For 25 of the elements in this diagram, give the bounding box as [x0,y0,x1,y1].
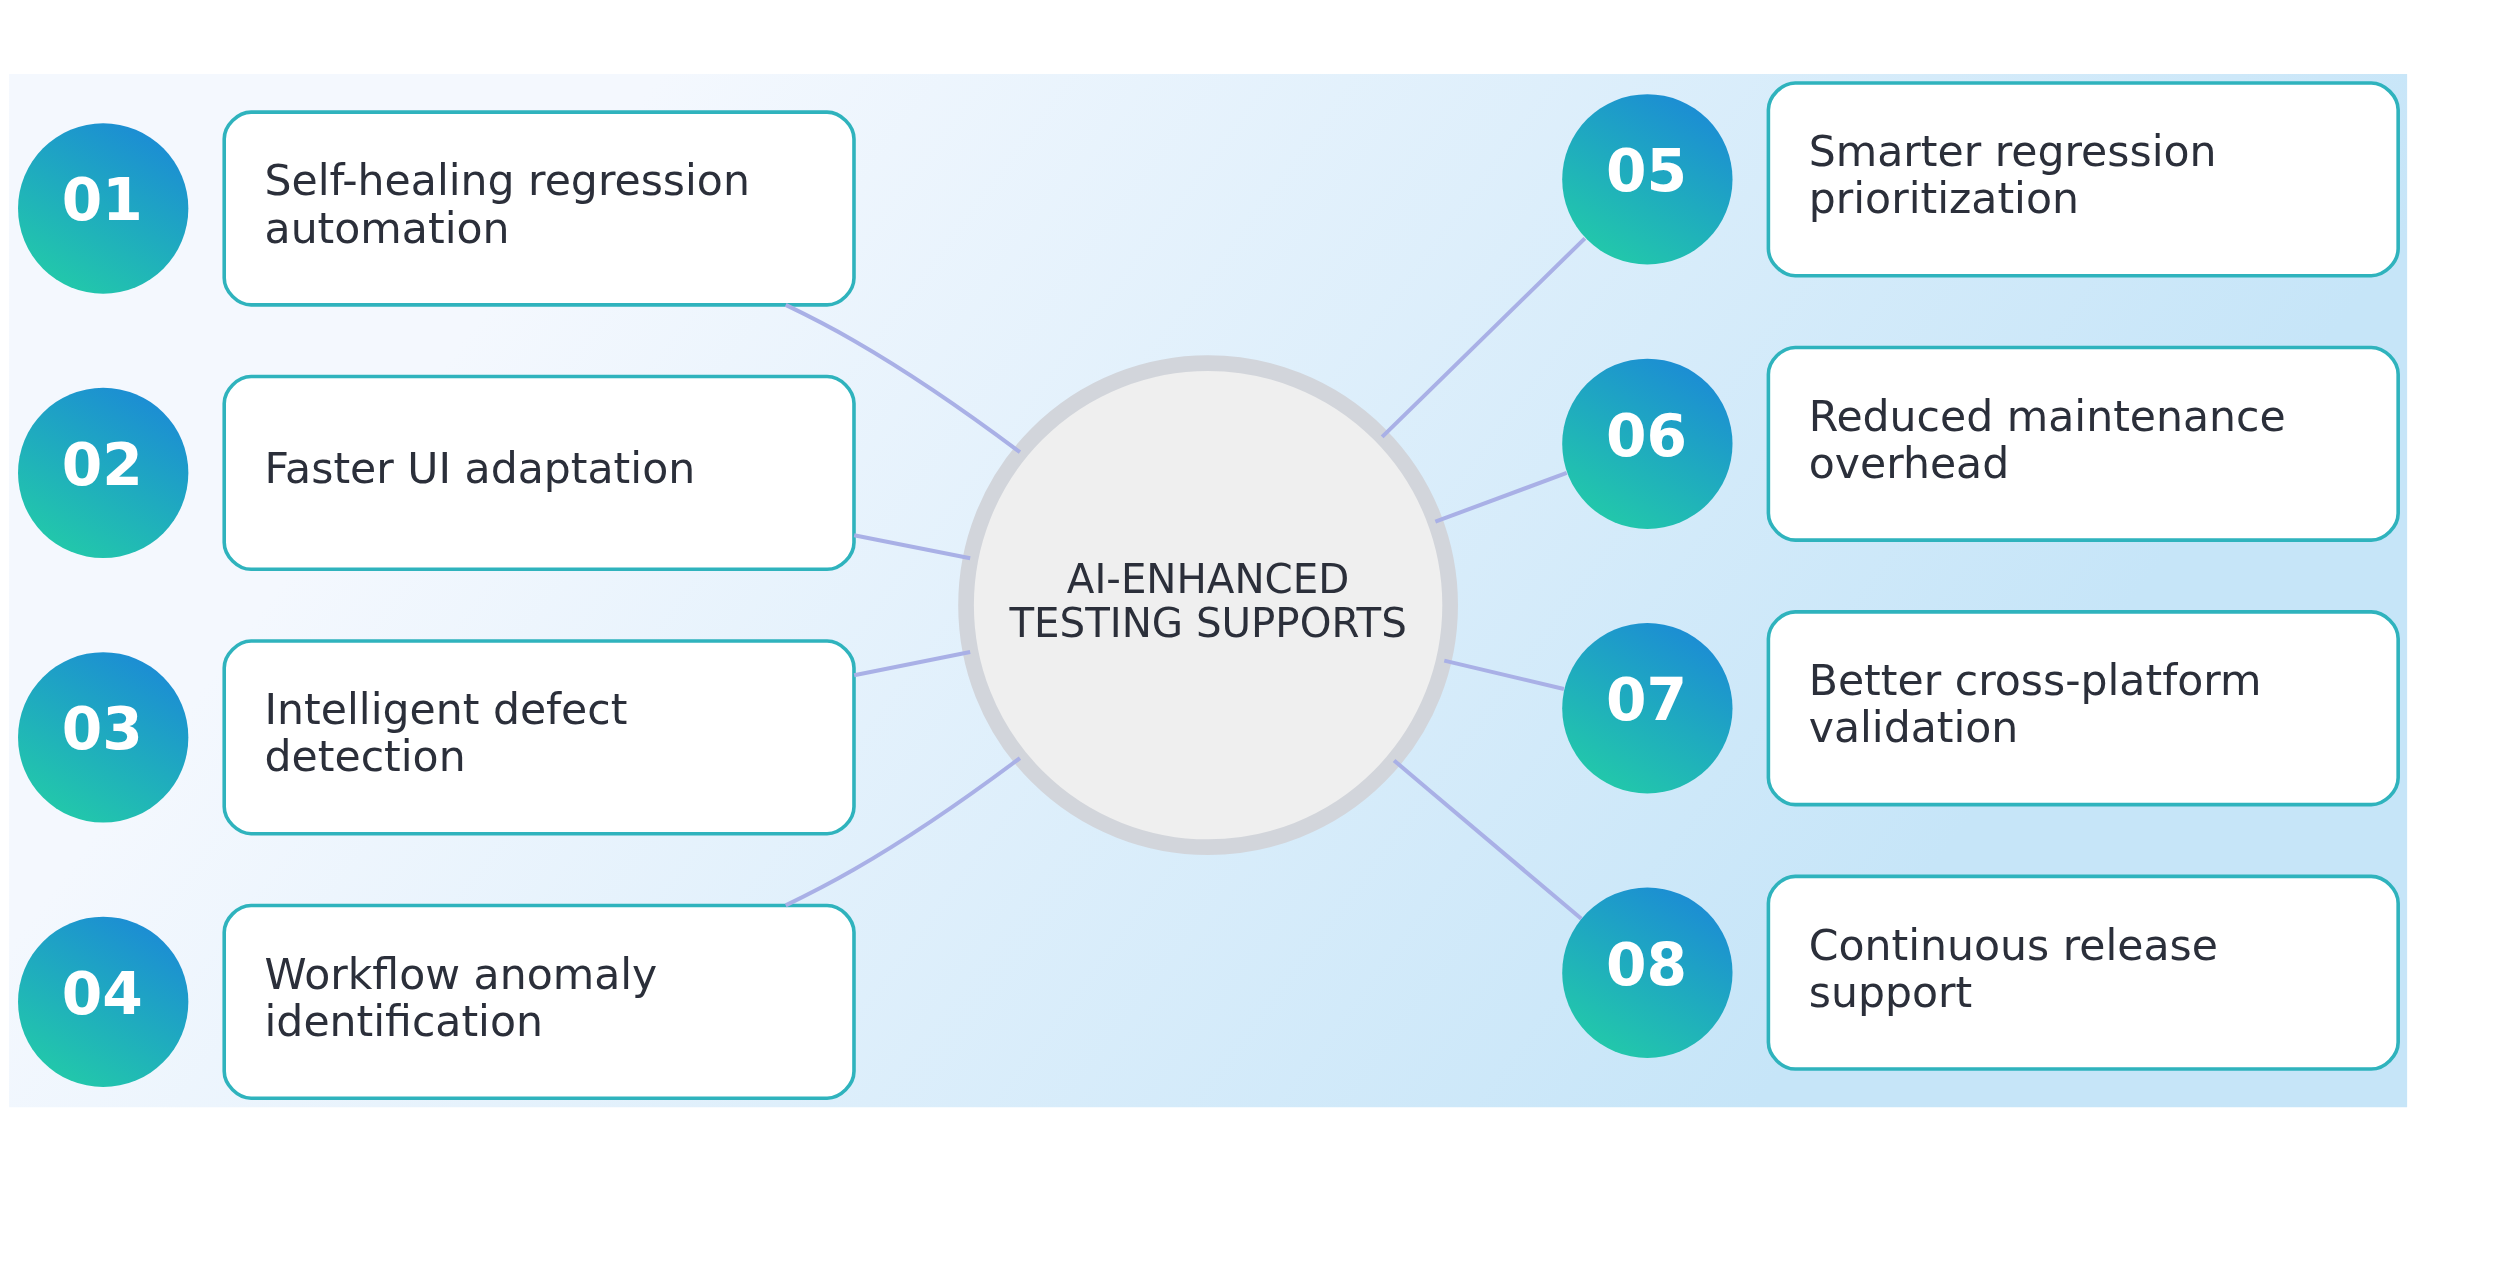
connector [1380,236,1587,438]
node-circle: 03 [18,651,189,823]
connector [853,532,971,560]
node-circle: 07 [1562,622,1733,793]
node-box: Better cross-platform validation [1766,609,2400,806]
node-circle: 02 [18,387,189,558]
node-box: Smarter regression prioritization [1766,80,2400,277]
node-circle: 06 [1562,358,1733,529]
node-circle: 04 [18,916,189,1087]
node-box: Workflow anomaly identification [222,903,856,1100]
connector [1434,470,1568,523]
connector [784,756,1022,907]
connector [1392,758,1583,920]
node-box: Faster UI adaptation [222,374,856,571]
connector [1443,658,1565,691]
node-circle: 08 [1562,887,1733,1058]
connector [853,649,971,677]
node-box: Reduced maintenance overhead [1766,345,2400,542]
node-box: Self-healing regression automation [222,109,856,307]
node-circle: 05 [1562,93,1733,264]
node-circle: 01 [18,122,189,294]
node-circle: AI-ENHANCED TESTING SUPPORTS [958,354,1458,855]
node-box: Intelligent defect detection [222,638,856,836]
connector [784,302,1022,454]
node-box: Continuous release support [1766,874,2400,1071]
